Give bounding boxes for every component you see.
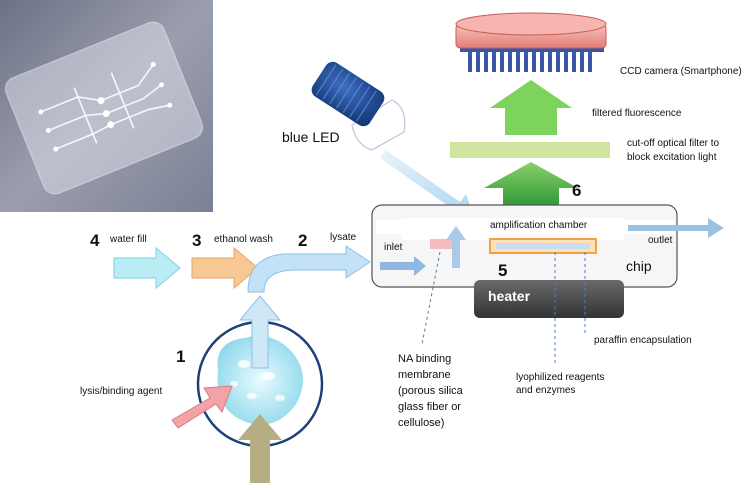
heater-block [474, 280, 624, 318]
ethanol-wash-arrow [191, 246, 259, 290]
lyophilized-reagents [496, 243, 590, 249]
inlet-label: inlet [384, 242, 403, 253]
na-membrane-line1: NA binding [398, 353, 451, 365]
blue-led-icon [311, 61, 406, 151]
lysate-arrow [247, 245, 371, 293]
optical-filter-bar [450, 142, 610, 158]
ethanol-wash-label: ethanol wash [214, 234, 273, 245]
step-3-number: 3 [192, 231, 201, 250]
step-2-number: 2 [298, 231, 307, 250]
filter-label-line2: block excitation light [627, 152, 717, 163]
lysate-label: lysate [330, 232, 357, 243]
upward-flow-arrow [238, 295, 282, 369]
filter-label-line1: cut-off optical filter to [627, 138, 720, 149]
reagents-label-line2: and enzymes [516, 385, 575, 396]
chip-label: chip [626, 258, 652, 274]
sample-input-arrow [238, 414, 282, 483]
paraffin-label: paraffin encapsulation [594, 335, 692, 346]
step-5-number: 5 [498, 261, 507, 280]
lysis-agent-label: lysis/binding agent [80, 386, 162, 397]
internal-up-arrows [446, 226, 466, 268]
na-membrane-line5: cellulose) [398, 417, 444, 429]
fluorescence-emission-arrow [484, 162, 578, 214]
water-fill-arrow [113, 246, 181, 290]
inlet-arrow [380, 256, 426, 276]
blue-led-label: blue LED [282, 129, 340, 145]
reagents-label-line1: lyophilized reagents [516, 372, 604, 383]
outlet-label: outlet [648, 235, 673, 246]
step-4-number: 4 [90, 231, 100, 250]
lysis-vessel [196, 320, 324, 448]
water-fill-label: water fill [109, 234, 147, 245]
lysis-agent-arrow [171, 385, 233, 429]
amplification-chamber-label: amplification chamber [490, 220, 588, 231]
step-1-number: 1 [176, 347, 185, 366]
filtered-fluorescence-label: filtered fluorescence [592, 108, 682, 119]
excitation-light-arrow [380, 150, 476, 222]
heater-label: heater [488, 288, 531, 304]
step-6-number: 6 [572, 181, 581, 200]
na-membrane-line4: glass fiber or [398, 401, 461, 413]
chip-photo [0, 0, 213, 212]
outlet-arrow [628, 218, 724, 238]
na-binding-membrane [430, 239, 458, 249]
ccd-camera-label: CCD camera (Smartphone) [620, 66, 742, 77]
na-membrane-line2: membrane [398, 369, 451, 381]
leader-lines [421, 251, 586, 366]
ccd-camera-icon [455, 12, 607, 72]
na-membrane-line3: (porous silica [398, 385, 464, 397]
filtered-fluorescence-arrow [490, 80, 572, 135]
